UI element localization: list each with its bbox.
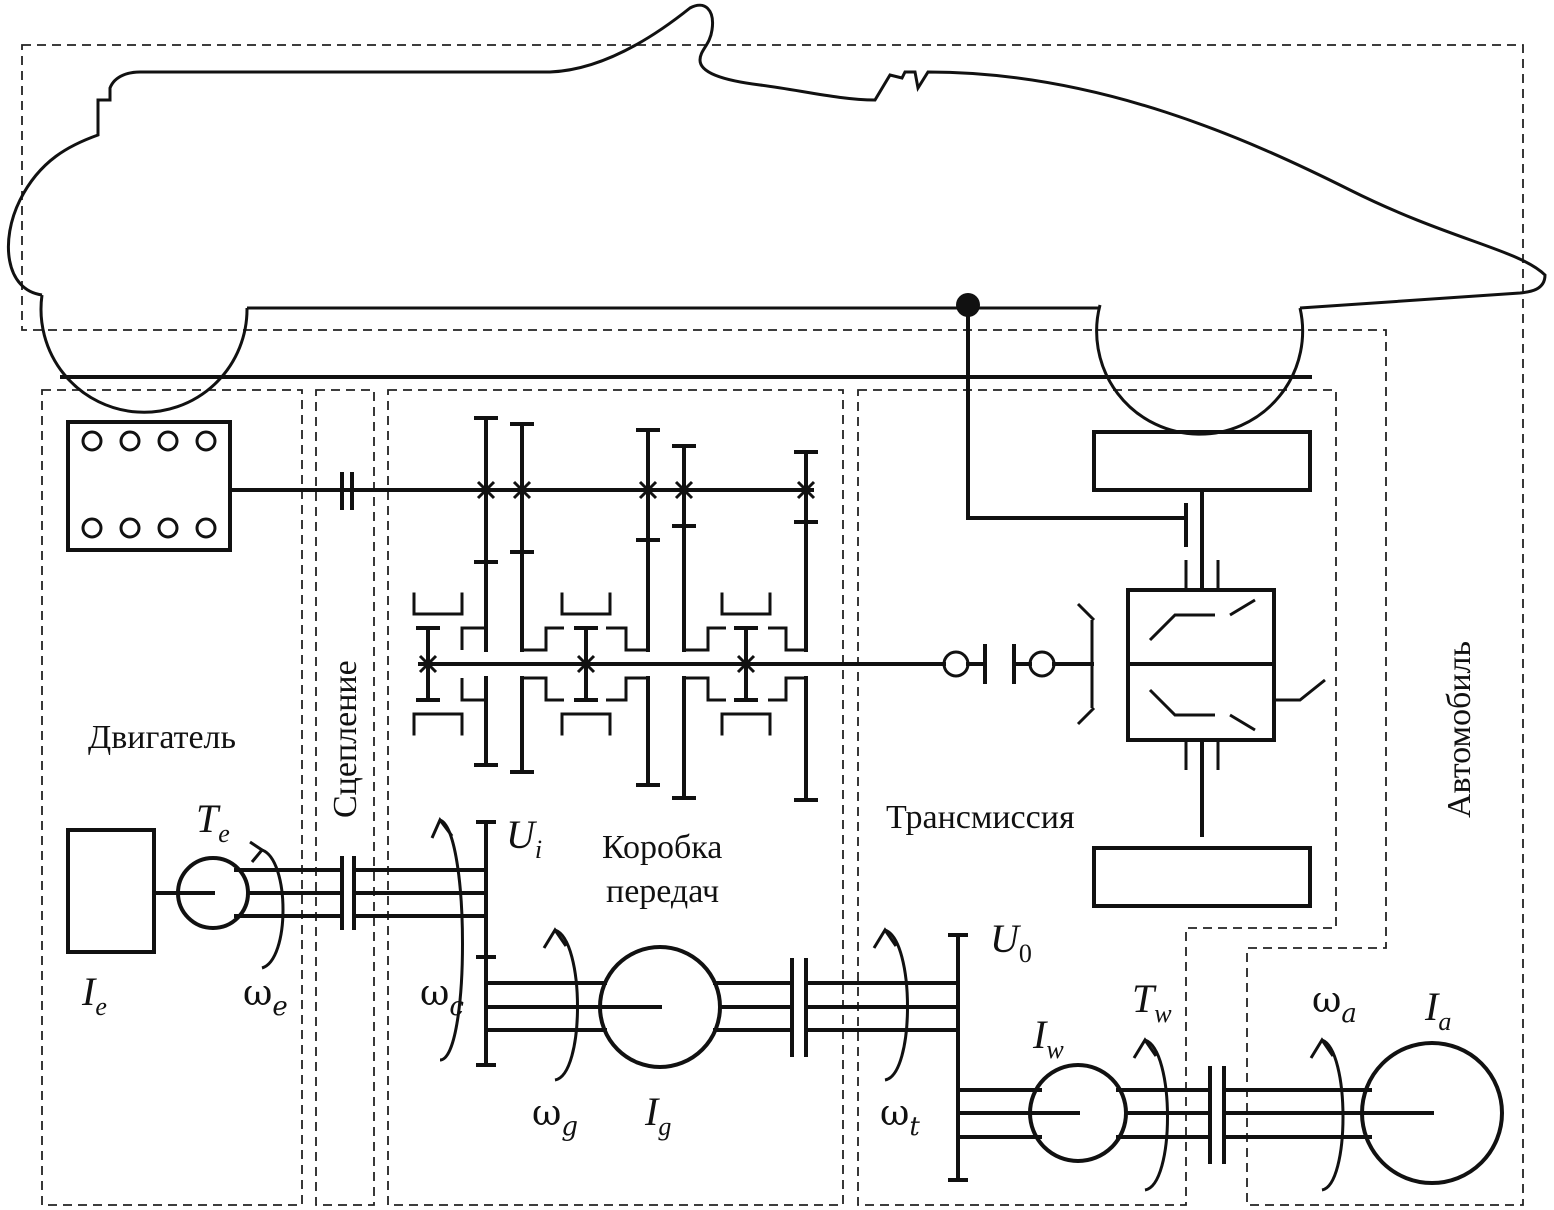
symbol-we: ωe bbox=[243, 973, 288, 1022]
clutch-label: Сцепление bbox=[327, 660, 364, 818]
clutch-region bbox=[315, 389, 375, 1206]
symbol-wc: ωc bbox=[420, 973, 464, 1022]
symbol-Ia: Ia bbox=[1424, 984, 1451, 1036]
gearbox-label-2: передач bbox=[606, 873, 719, 910]
symbol-Ui: Ui bbox=[506, 812, 542, 864]
symbol-U0: U0 bbox=[990, 916, 1032, 968]
vehicle-region bbox=[21, 44, 1524, 1206]
cg-link bbox=[956, 293, 1204, 547]
dynamic-model bbox=[66, 817, 1504, 1192]
symbol-Ie: Ie bbox=[81, 969, 107, 1021]
symbol-wg: ωg bbox=[532, 1093, 578, 1142]
symbol-Te: Te bbox=[196, 796, 230, 848]
transmission-label: Трансмиссия bbox=[886, 799, 1075, 836]
gearbox-label-1: Коробка bbox=[602, 829, 722, 866]
transmission-region bbox=[857, 389, 1337, 1206]
engine-label: Двигатель bbox=[88, 719, 236, 756]
symbol-Tw: Tw bbox=[1132, 976, 1172, 1028]
differential bbox=[1076, 430, 1326, 908]
engine-region bbox=[41, 389, 303, 1206]
symbol-wa: ωa bbox=[1312, 980, 1357, 1029]
vehicle-label: Автомобиль bbox=[1441, 641, 1478, 818]
symbol-Iw: Iw bbox=[1032, 1012, 1064, 1064]
gearbox-region bbox=[387, 389, 844, 1206]
symbol-wt: ωt bbox=[880, 1093, 920, 1142]
car-silhouette bbox=[7, 3, 1547, 436]
gearbox-schematic bbox=[228, 416, 1094, 802]
engine-block bbox=[66, 420, 232, 552]
symbol-Ig: Ig bbox=[644, 1089, 671, 1141]
